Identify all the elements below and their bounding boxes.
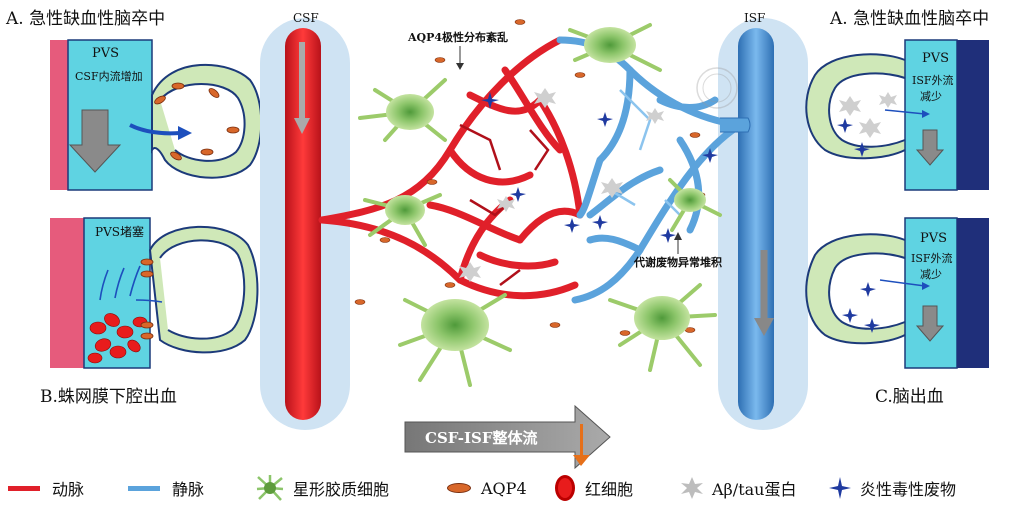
legend-aqp4-label: AQP4: [481, 478, 527, 498]
abeta-tau-stars: [459, 88, 664, 282]
legend-rbc-label: 红细胞: [585, 480, 634, 499]
isf-down-arrowhead: [754, 318, 774, 336]
flow-arrow-orange-shaft: [580, 424, 583, 462]
watermark-seal: [696, 67, 738, 109]
outflow-arrow-2: [879, 279, 926, 287]
flow-arrow-orange-head: [573, 455, 590, 466]
csf-down-arrowhead: [294, 118, 310, 134]
csf-artery-group: [260, 18, 350, 430]
artery-vessel: [285, 28, 321, 420]
aqp4-pointer-head: [456, 63, 464, 70]
vein-wall-strip: [957, 40, 989, 190]
brain-parenchyma-2: [159, 239, 246, 340]
mid-left-pvs-label: PVS堵塞: [95, 224, 144, 239]
artery-network: [318, 36, 584, 300]
top-left-pvs-label: PVS: [92, 46, 119, 61]
top-left-note: CSF内流增加: [75, 69, 143, 83]
vessel-network: [318, 19, 751, 336]
aqp4-icon: [447, 483, 471, 493]
legend-astrocyte: 星形胶质细胞: [255, 470, 389, 506]
csf-label: CSF: [293, 11, 319, 25]
legend-waste-label: 炎性毒性废物: [860, 480, 957, 499]
brain-parenchyma: [159, 83, 246, 162]
outflow-arrowhead: [922, 110, 930, 118]
pvs-space-4: [904, 217, 958, 369]
isf-vein-group: [718, 18, 808, 430]
waste-stars-right-2: [842, 282, 880, 333]
waste-pointer-head: [674, 232, 682, 240]
mid-right-panel: [805, 217, 989, 369]
waste-stars-right: [837, 118, 870, 157]
astrocyte-icon: [256, 475, 284, 501]
top-right-note-1: ISF外流: [912, 73, 954, 87]
astrocyte-4: [634, 296, 690, 340]
top-right-pvs-label: PVS: [922, 51, 949, 66]
star-gray-icon: [681, 477, 703, 499]
legend-abeta-label: Aβ/tau蛋白: [712, 480, 797, 499]
mid-right-pvs-label: PVS: [920, 231, 947, 246]
legend-waste: 炎性毒性废物: [828, 470, 956, 506]
pvs-space: [67, 39, 153, 191]
inflammatory-waste-stars: [481, 92, 718, 243]
vein-outlet: [720, 117, 751, 133]
blocked-flow-arrows: [99, 265, 163, 303]
star-blue-icon: [829, 477, 851, 499]
legend-aqp4: AQP4: [447, 470, 527, 506]
aqp4-note: AQP4极性分布紊乱: [407, 30, 508, 44]
top-left-panel: [50, 39, 263, 191]
astrocyte-2: [385, 195, 425, 225]
legend-astrocyte-label: 星形胶质细胞: [293, 480, 390, 499]
legend-vein-label: 静脉: [172, 480, 205, 499]
astrocyte-3: [421, 299, 489, 351]
legend: 动脉 静脉 星形胶质细胞 AQP4 红细胞 Aβ/tau蛋白 炎性毒性废物: [0, 470, 1026, 506]
aqp4-marks-2: [140, 258, 154, 340]
outflow-arrowhead-2: [922, 282, 930, 290]
vein-wall-strip-2: [957, 218, 989, 368]
waste-note: 代谢废物异常堆积: [633, 255, 722, 269]
csf-isf-flow-arrow: [404, 404, 611, 470]
top-right-panel: [805, 39, 989, 191]
inflow-arrowhead: [178, 126, 192, 140]
blue-line: [128, 485, 160, 491]
legend-vein: 静脉: [128, 470, 204, 506]
astrocytes: [358, 23, 722, 387]
abeta-stars-right: [839, 92, 897, 138]
aqp4-marks: [154, 82, 240, 161]
down-arrow-right-2: [915, 305, 945, 342]
legend-artery-label: 动脉: [52, 480, 85, 499]
pvs-space-3: [904, 39, 958, 191]
legend-artery: 动脉: [8, 470, 84, 506]
flow-arrow-label: CSF-ISF整体流: [425, 429, 537, 447]
pia-mater-strip: [50, 40, 68, 190]
red-blood-cell-icon: [555, 475, 575, 501]
legend-abeta: Aβ/tau蛋白: [680, 470, 796, 506]
aqp4-scattered: [354, 19, 706, 336]
red-blood-cells: [87, 313, 148, 364]
flow-arrow-body: [404, 404, 611, 470]
pvs-space-blocked: [83, 217, 151, 369]
bottom-right-title: C.脑出血: [875, 387, 944, 407]
legend-rbc: 红细胞: [555, 470, 633, 506]
brain-parenchyma-3: [828, 72, 906, 148]
inflow-arrow: [129, 123, 181, 136]
red-line: [8, 485, 40, 491]
astrocyte-6: [674, 188, 706, 212]
isf-label: ISF: [744, 11, 765, 25]
outflow-arrow: [884, 109, 926, 115]
astrocyte-1: [386, 94, 434, 130]
mid-right-note-1: ISF外流: [911, 251, 953, 265]
pia-mater-strip-2: [50, 218, 84, 368]
mid-right-note-2: 减少: [920, 268, 942, 281]
top-right-title: A. 急性缺血性脑卒中: [830, 9, 990, 29]
vein-vessel: [738, 28, 774, 420]
down-arrow-right: [915, 129, 945, 166]
top-right-note-2: 减少: [920, 90, 942, 103]
mid-left-panel: [50, 217, 259, 369]
astrocyte-5: [584, 27, 636, 63]
top-left-title: A. 急性缺血性脑卒中: [6, 9, 166, 29]
bottom-left-title: B.蛛网膜下腔出血: [40, 387, 177, 407]
down-arrow: [68, 109, 122, 173]
